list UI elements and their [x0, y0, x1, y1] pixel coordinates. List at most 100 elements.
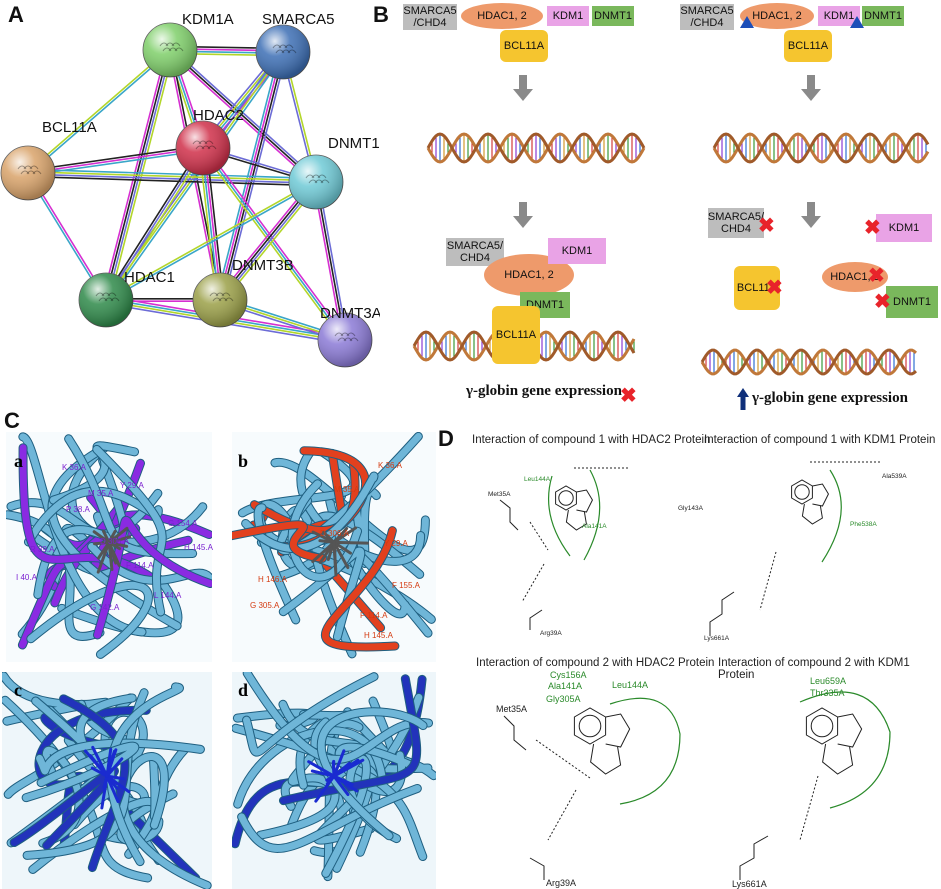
hdac-ellipse-right: HDAC1, 2 [740, 3, 814, 29]
network-edge [200, 148, 344, 342]
network-edge [107, 148, 206, 302]
residue-labels: Leu144A Ala141A Met35A Gly143A Arg39A Ph… [488, 473, 907, 642]
smarca5-chd4-box: SMARCA5 /CHD4 [403, 4, 457, 30]
residue-label: Arg39A [546, 878, 576, 888]
residue-label-b: Y 29.A [384, 539, 409, 548]
inhibitor-triangle [850, 16, 864, 28]
network-node-label: KDM1A [182, 11, 234, 28]
residue-label-a: H 145.A [184, 543, 214, 552]
residue-label-a: P 38.A [66, 505, 91, 514]
dnmt1-box-right: DNMT1 [862, 6, 904, 26]
panel-letter-b: B [373, 2, 389, 27]
bcl11a-box: BCL11A [500, 30, 548, 62]
subpanel-label-a: a [14, 451, 23, 471]
residue-label: Leu144A [524, 476, 551, 483]
network-edge [27, 144, 203, 172]
network-edge [27, 173, 316, 184]
network-node-hdac1: HDAC1 [78, 269, 175, 328]
up-arrow-icon [737, 388, 749, 415]
hydrophobic-contact [547, 475, 571, 557]
inhibition-cross: ✖ [758, 215, 775, 237]
residue-label-a: Y 29.A [120, 481, 145, 490]
bcl11a-box-right: BCL11A [784, 30, 832, 62]
inhibition-cross: ✖ [766, 277, 783, 299]
residue-label: Lys661A [704, 635, 730, 642]
network-node-hdac2: HDAC2 [175, 107, 244, 176]
network-edge [167, 51, 315, 185]
network-node-label: DNMT3A [320, 305, 380, 322]
residue-label: Met35A [488, 491, 511, 498]
network-edge [26, 48, 170, 173]
residue-label: Ala141A [582, 523, 607, 530]
residue-label: Phe538A [850, 521, 877, 528]
network-edge [27, 175, 316, 187]
title-compound2-kdm1: Interaction of compound 2 with KDM1 Prot… [718, 657, 910, 681]
inhibition-cross: ✖ [864, 217, 881, 239]
caption-gamma-globin-expressed: γ-globin gene expression [752, 390, 908, 406]
network-edge [28, 171, 317, 182]
network-node-kdm1a: KDM1A [142, 11, 234, 78]
residue-label: Leu659A [810, 676, 846, 686]
residue-label: Ala141A [548, 681, 582, 691]
network-node-label: BCL11A [42, 119, 97, 136]
network-node-label: HDAC2 [193, 107, 244, 124]
kdm1-complex: KDM1 [548, 238, 606, 264]
h-bond-line [535, 739, 591, 779]
compound-structure [805, 707, 863, 775]
network-node-dnmt3b: DNMT3B [192, 257, 294, 328]
dna-helix [426, 132, 646, 164]
repression-cross: ✖ [620, 385, 637, 407]
inhibitor-triangle [740, 16, 754, 28]
interaction-diagrams: Leu144A Ala141A Met35A Gly143A Arg39A Ph… [488, 461, 907, 889]
subpanel-label-d: d [238, 680, 249, 700]
residue-label-b: K 36.A [378, 461, 403, 470]
subpanel-label-b: b [238, 451, 249, 471]
subpanel-label-c: c [14, 680, 22, 700]
h-bond-line [529, 521, 549, 551]
network-node-label: HDAC1 [124, 269, 175, 286]
residue-label-b: F 155.A [392, 581, 421, 590]
panel-letter-a: A [8, 2, 24, 27]
inhibition-cross: ✖ [874, 291, 891, 313]
network-node-smarca5: SMARCA5 [255, 11, 335, 80]
network-node-label: SMARCA5 [262, 11, 335, 28]
compound-structure [791, 479, 830, 525]
network-edge [28, 50, 172, 175]
residue-label: Gly143A [678, 505, 704, 512]
network-node-bcl11a: BCL11A [0, 119, 97, 201]
network-edge [103, 146, 202, 300]
hydrophobic-contact [799, 691, 891, 809]
residue-label-a: F 114.A [126, 561, 154, 570]
panel-letter-c: C [4, 408, 20, 433]
kdm1-free: KDM1 [876, 214, 932, 242]
network-edge [106, 182, 317, 302]
panel-b-graphics [412, 16, 930, 376]
residue-label-a: M 35.A [88, 489, 114, 498]
title-compound1-kdm1: Interaction of compound 1 with KDM1 Prot… [704, 434, 936, 446]
h-bond-line [521, 563, 545, 603]
residue-label: Lys661A [732, 879, 767, 889]
residue-label-a: I 40.A [16, 573, 38, 582]
compound-structure [573, 707, 631, 775]
residue-label-a: R 39.A [30, 545, 55, 554]
residue-label-a: G 142.A [90, 603, 120, 612]
residue-label-b: M 35.A [334, 485, 360, 494]
network-edge [28, 149, 204, 177]
kdm1-box: KDM1 [547, 6, 589, 26]
residue-label: Ala539A [882, 473, 907, 480]
residue-label-a: G 154.A [168, 519, 198, 528]
residue-label-b: H 146.A [258, 575, 288, 584]
dnmt1-box: DNMT1 [592, 6, 634, 26]
network-edge [101, 48, 168, 300]
compound-structure [555, 485, 594, 531]
bcl11a-bound: BCL11A [492, 306, 540, 364]
title-compound2-hdac2: Interaction of compound 2 with HDAC2 Pro… [476, 657, 715, 669]
dna-helix [712, 132, 930, 164]
residue-label-a: K 36.A [62, 463, 87, 472]
inhibition-cross: ✖ [868, 265, 885, 287]
hydrophobic-contact [609, 697, 681, 805]
residue-label: Met35A [496, 704, 527, 714]
hydrophobic-contact [583, 469, 601, 561]
